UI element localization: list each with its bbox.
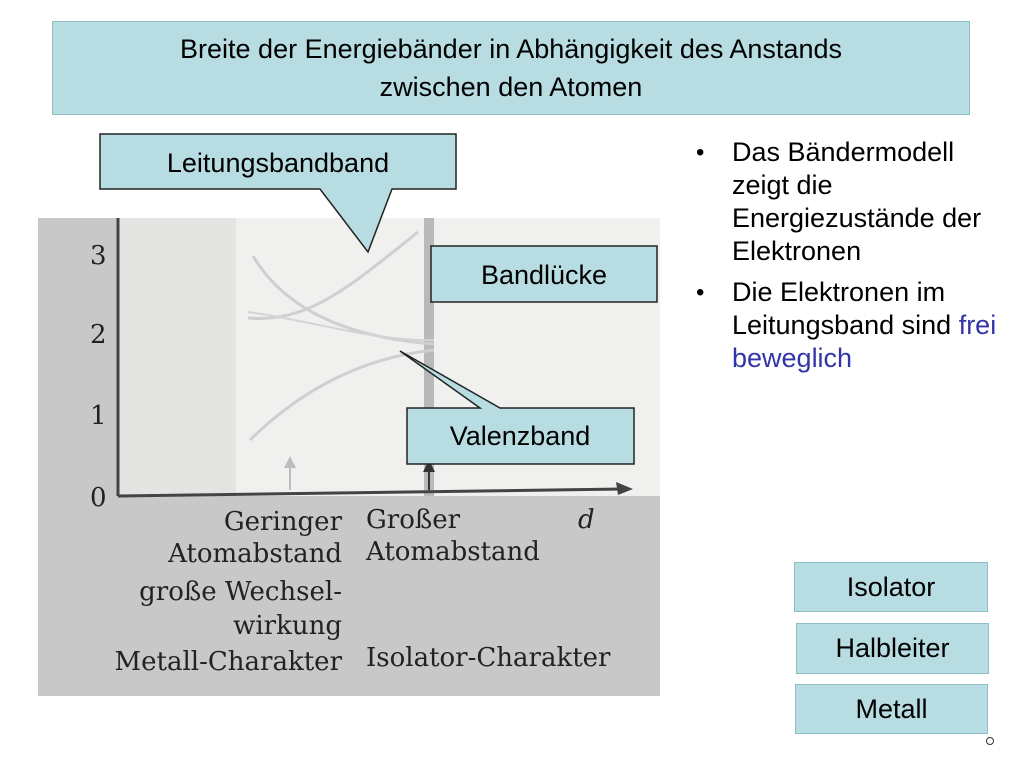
callout-valence-band: Valenzband <box>399 350 635 465</box>
halbleiter-button[interactable]: Halbleiter <box>796 623 989 674</box>
upper-band-lower-edge <box>251 255 435 346</box>
left-caption-line-4: wirkung <box>233 611 342 641</box>
callout-conduction-shape <box>99 133 457 254</box>
y-tick-1: 1 <box>90 401 107 431</box>
isolator-label: Isolator <box>846 571 936 602</box>
left-caption-line-1: Geringer <box>224 507 343 537</box>
x-axis-arrow <box>616 482 633 495</box>
x-axis <box>117 487 624 498</box>
distance-marker-strip <box>424 218 434 496</box>
right-caption-line-2: Atomabstand <box>365 537 540 567</box>
callout-gap-label: Bandlücke <box>481 260 607 290</box>
callout-conduction-label: Leitungsbandband <box>167 148 389 178</box>
y-tick-2: 2 <box>90 320 107 350</box>
left-caption-line-2: Atomabstand <box>167 539 342 569</box>
metall-button[interactable]: Metall <box>795 684 988 734</box>
slide-indicator-circle <box>986 737 994 745</box>
bullet-text-2: Die Elektronen im Leitungsband sind <box>732 277 959 340</box>
upper-band-upper-edge <box>247 230 419 320</box>
bullet-text-2-accent: frei beweglich <box>732 310 997 373</box>
bullet-marker: • <box>696 139 705 166</box>
right-caption-line-5: Isolator-Charakter <box>366 643 611 673</box>
x-axis-label: d <box>578 505 595 535</box>
plot-area-left-shade <box>118 218 236 496</box>
callout-gap-shape <box>430 245 658 303</box>
bullet-text-1: Das Bändermodell zeigt die Energiezustän… <box>732 137 982 266</box>
bullet-item-2: • Die Elektronen im Leitungsband sind fr… <box>690 276 1010 375</box>
small-distance-arrowhead <box>284 456 296 468</box>
slide-title: Breite der Energiebänder in Abhängigkeit… <box>52 21 970 115</box>
callout-valence-shape <box>399 350 635 465</box>
slide-title-line-2: zwischen den Atomen <box>379 72 643 102</box>
large-distance-arrowhead <box>423 460 435 472</box>
halbleiter-label: Halbleiter <box>835 633 950 663</box>
y-tick-3: 3 <box>90 241 107 271</box>
left-caption-line-3: große Wechsel- <box>139 577 342 607</box>
callout-band-gap: Bandlücke <box>430 245 658 303</box>
callout-conduction-band: Leitungsbandband <box>99 133 457 254</box>
bullet-item-1: • Das Bändermodell zeigt die Energiezust… <box>690 136 1010 268</box>
bullet-marker: • <box>696 279 705 306</box>
left-caption-line-5: Metall-Charakter <box>115 647 343 677</box>
slide-title-line-1: Breite der Energiebänder in Abhängigkeit… <box>180 34 842 64</box>
band-middle-edge <box>247 311 435 342</box>
metall-label: Metall <box>855 693 928 724</box>
bullet-list: • Das Bändermodell zeigt die Energiezust… <box>690 136 1010 383</box>
callout-valence-label: Valenzband <box>450 421 591 451</box>
isolator-button[interactable]: Isolator <box>794 562 988 612</box>
y-tick-0: 0 <box>90 483 107 513</box>
right-caption-line-1: Großer <box>366 505 461 535</box>
